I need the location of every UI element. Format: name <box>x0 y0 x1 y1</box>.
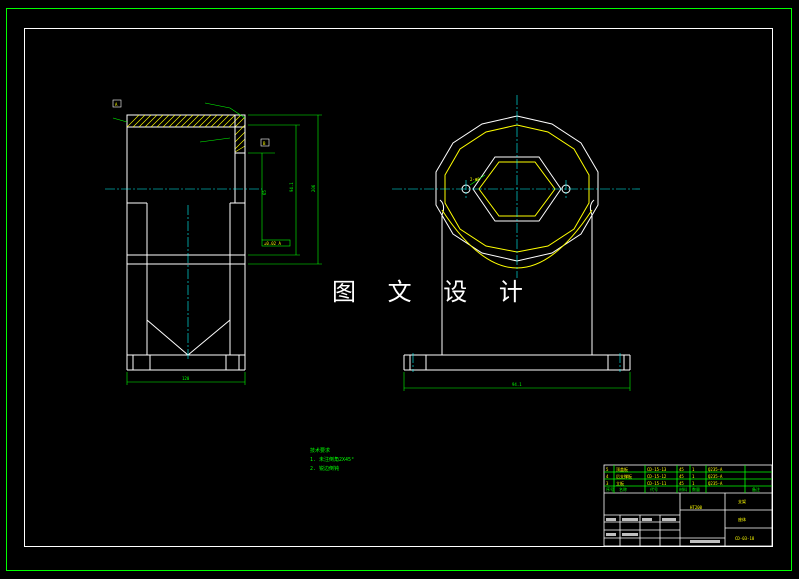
svg-text:Q235-A: Q235-A <box>708 467 723 472</box>
svg-text:Q235-A: Q235-A <box>708 474 723 479</box>
svg-text:HT200: HT200 <box>690 505 703 510</box>
svg-text:1: 1 <box>692 481 695 486</box>
svg-text:材料: 材料 <box>679 486 687 492</box>
notes-line-2: 2. 锐边倒钝 <box>310 466 340 472</box>
svg-text:支架: 支架 <box>738 498 746 504</box>
svg-text:序号: 序号 <box>606 486 614 492</box>
right-view <box>403 115 631 371</box>
left-centerlines <box>105 188 262 360</box>
svg-text:座体: 座体 <box>738 516 746 522</box>
svg-text:CD-15-11: CD-15-11 <box>647 481 667 486</box>
dim-bottom-right: 94.1 <box>512 382 522 387</box>
datum-b-box <box>260 138 270 147</box>
title-block-text: 5 顶盖板 CD-15-13 45 1 Q235-A 4 后支撑板 CD-15-… <box>606 466 760 541</box>
technical-notes: 技术要求 1. 未注倒角2X45° 2. 锐边倒钝 <box>310 447 354 474</box>
svg-text:45: 45 <box>679 481 684 486</box>
outer-frame <box>6 8 792 571</box>
dim-side-1: 65 <box>262 190 267 195</box>
inner-frame <box>24 28 773 547</box>
dim-side-2: 94.1 <box>289 182 294 192</box>
watermark: 图 文 设 计 <box>332 278 535 306</box>
right-dimensions <box>403 174 631 391</box>
svg-text:45: 45 <box>679 467 684 472</box>
left-view <box>126 114 246 371</box>
dim-bottom-left: 120 <box>182 376 190 381</box>
svg-text:45: 45 <box>679 474 684 479</box>
svg-text:备注: 备注 <box>752 486 760 492</box>
datum-a-label: A <box>115 102 118 107</box>
notes-line-1: 1. 未注倒角2X45° <box>310 457 355 463</box>
svg-text:后支撑板: 后支撑板 <box>616 473 632 479</box>
left-dimensions <box>112 102 322 385</box>
svg-text:1: 1 <box>692 467 695 472</box>
hole-label: 2-Φ8 <box>470 177 480 182</box>
datum-a-box <box>112 99 122 108</box>
svg-text:名称: 名称 <box>619 486 627 492</box>
right-centerlines <box>392 95 640 372</box>
svg-text:CD-15-12: CD-15-12 <box>647 474 667 479</box>
title-block-fill <box>606 518 720 543</box>
svg-text:顶盖板: 顶盖板 <box>616 466 628 472</box>
svg-text:Q235-A: Q235-A <box>708 481 723 486</box>
svg-text:数量: 数量 <box>692 486 700 492</box>
dim-side-3: 206 <box>311 184 316 192</box>
svg-text:立板: 立板 <box>616 480 624 486</box>
svg-text:5: 5 <box>606 467 609 472</box>
notes-title: 技术要求 <box>310 448 331 454</box>
svg-text:4: 4 <box>606 474 609 479</box>
svg-text:3: 3 <box>606 481 609 486</box>
svg-text:1: 1 <box>692 474 695 479</box>
svg-text:代号: 代号 <box>650 486 658 492</box>
svg-text:CD-15-13: CD-15-13 <box>647 467 667 472</box>
tolerance-frame: ⊥0.02 A <box>264 241 281 246</box>
datum-b-label: B <box>263 141 266 146</box>
svg-text:CD-03-18: CD-03-18 <box>735 536 755 541</box>
title-block <box>603 464 773 547</box>
